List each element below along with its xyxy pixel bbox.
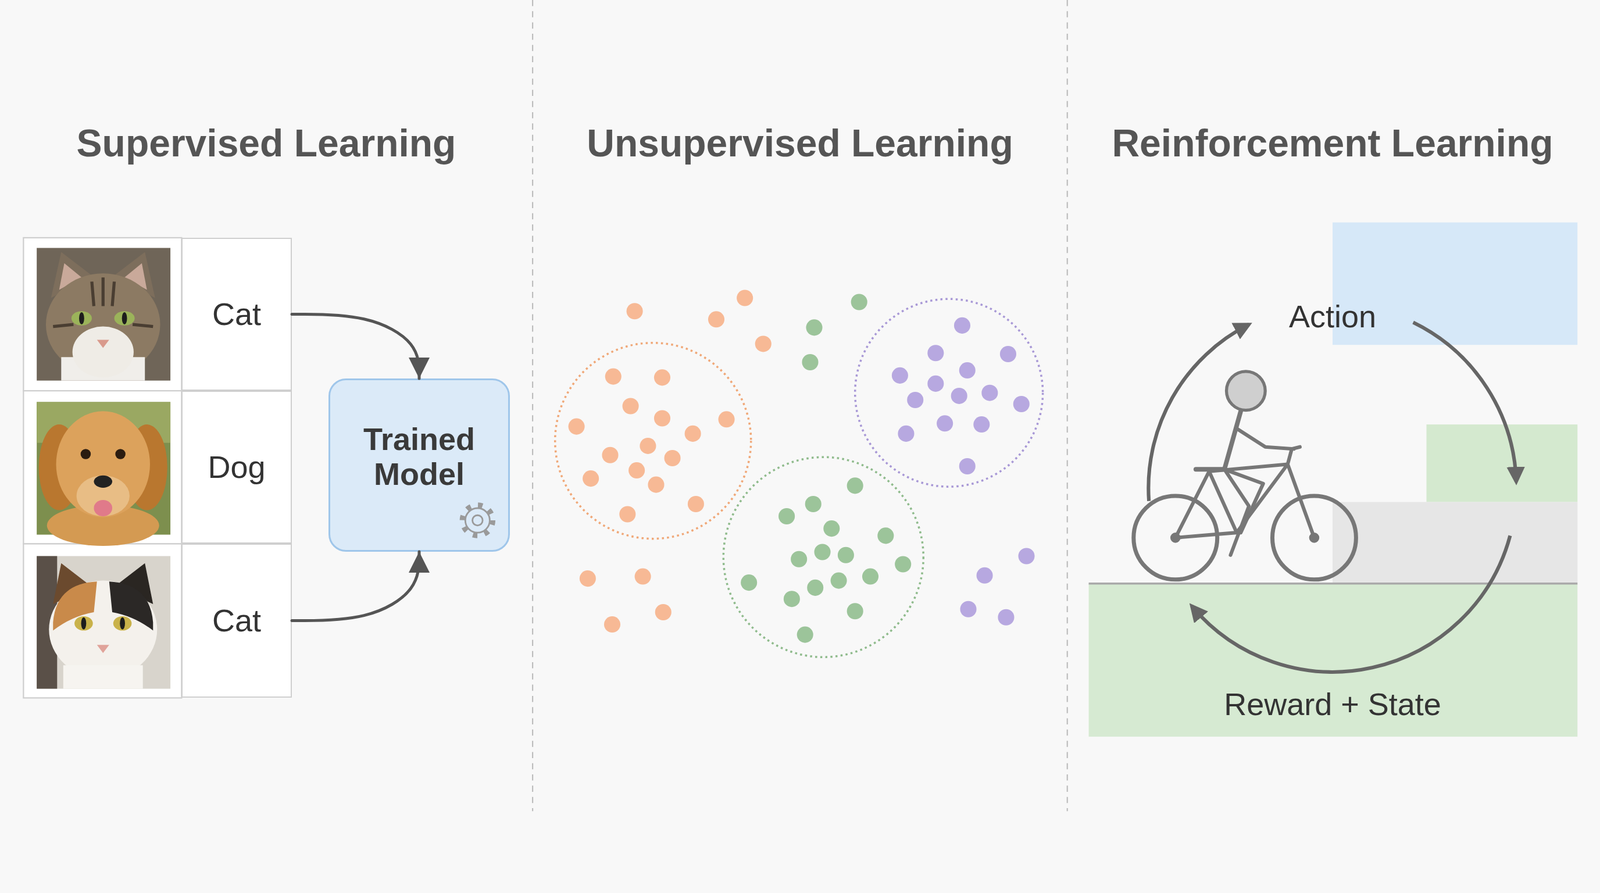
cluster-outline <box>855 298 1044 487</box>
data-point <box>805 495 822 513</box>
node-text: Cat <box>212 602 262 639</box>
node-text: Trained Model <box>344 421 495 492</box>
dog-photo <box>36 401 171 546</box>
environment-block <box>1426 424 1578 502</box>
data-point <box>654 369 671 386</box>
data-point <box>847 477 864 494</box>
data-point <box>997 609 1014 626</box>
data-point <box>847 602 864 620</box>
table-cell: Cat <box>181 543 292 698</box>
data-point <box>604 616 621 633</box>
data-point <box>634 568 652 585</box>
data-point <box>626 302 644 320</box>
edge-group <box>291 314 420 380</box>
cluster-outline <box>555 343 752 539</box>
edge-group <box>291 551 420 621</box>
data-point <box>823 520 840 537</box>
data-point <box>628 462 645 479</box>
data-point <box>622 397 639 414</box>
data-point <box>684 425 702 442</box>
data-point <box>936 415 953 432</box>
cat-photo <box>36 555 171 689</box>
cat-photo <box>36 247 171 381</box>
data-point <box>755 335 772 352</box>
data-point <box>790 551 807 568</box>
data-point <box>639 437 656 455</box>
data-point <box>976 567 994 584</box>
ground-line <box>1088 582 1578 585</box>
image-cell <box>23 543 182 698</box>
model-box: Trained Model <box>328 378 510 552</box>
cycle-label: Action <box>1070 298 1595 335</box>
data-point <box>654 410 671 427</box>
data-point <box>877 527 894 544</box>
panel-heading: Supervised Learning <box>4 120 528 166</box>
data-point <box>851 293 868 310</box>
data-point <box>1018 547 1035 564</box>
cyclist-agent <box>1133 371 1357 580</box>
flow-arrow <box>291 314 420 380</box>
data-point <box>687 495 705 513</box>
data-point <box>981 384 998 402</box>
data-point <box>778 508 795 525</box>
data-point <box>579 570 596 587</box>
cycle-arrow <box>1413 322 1517 482</box>
data-point <box>894 555 912 573</box>
data-point <box>973 416 990 433</box>
table-cell: Cat <box>181 237 292 391</box>
data-point <box>806 579 824 596</box>
gear-icon <box>462 505 494 537</box>
data-point <box>954 317 971 334</box>
node-text: Dog <box>207 448 266 485</box>
data-point <box>906 391 924 409</box>
data-point <box>927 344 944 362</box>
image-cell <box>23 237 182 391</box>
panel-divider <box>1066 0 1069 812</box>
data-point <box>783 590 800 607</box>
data-point <box>708 311 725 328</box>
cycle-label: Reward + State <box>1070 686 1595 723</box>
cluster-outline <box>723 456 924 657</box>
node-text: Cat <box>212 295 262 332</box>
data-point <box>927 375 944 392</box>
data-point <box>718 411 735 428</box>
data-point <box>813 543 831 560</box>
data-point <box>897 425 914 442</box>
data-point <box>830 572 848 589</box>
data-point <box>655 604 672 621</box>
panel-divider <box>531 0 534 812</box>
data-point <box>797 626 814 644</box>
data-point <box>837 547 855 564</box>
environment-block <box>1332 501 1578 584</box>
flow-arrow <box>291 551 420 621</box>
table-cell: Dog <box>181 390 292 544</box>
data-point <box>1013 395 1030 413</box>
data-point <box>805 319 823 336</box>
data-point <box>959 458 976 475</box>
panel-heading: Unsupervised Learning <box>538 120 1062 166</box>
data-point <box>568 418 585 435</box>
data-point <box>664 450 681 467</box>
data-point <box>736 289 753 306</box>
panel-heading: Reinforcement Learning <box>1070 120 1595 166</box>
data-point <box>959 362 976 379</box>
data-point <box>951 387 968 405</box>
data-point <box>959 601 977 618</box>
data-point <box>891 367 909 384</box>
data-point <box>605 368 622 385</box>
data-point <box>601 447 619 464</box>
data-point <box>582 470 599 487</box>
data-point <box>801 354 819 371</box>
data-point <box>740 574 757 591</box>
data-point <box>619 505 636 523</box>
data-point <box>862 568 879 585</box>
data-point <box>1000 345 1017 363</box>
data-point <box>647 476 664 494</box>
